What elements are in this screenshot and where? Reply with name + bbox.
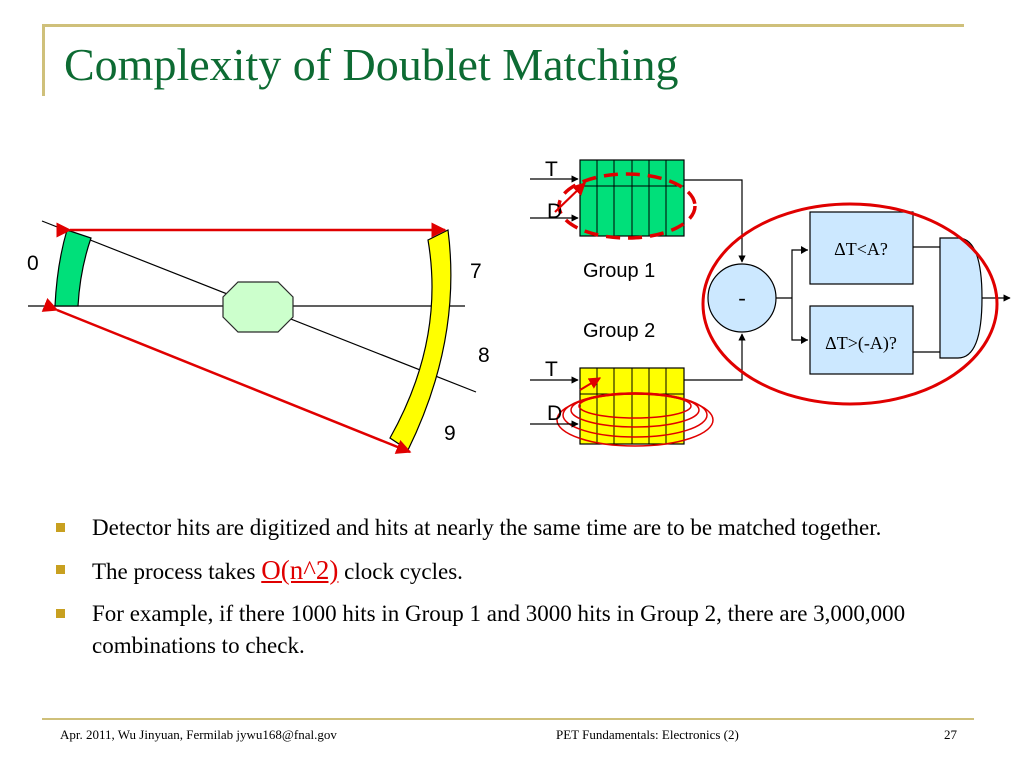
yellow-detector-arc	[389, 229, 452, 451]
label-7: 7	[470, 260, 482, 283]
group2-spiral-loops	[556, 392, 714, 447]
group2-t-label: T	[545, 358, 558, 381]
bullet-list: Detector hits are digitized and hits at …	[52, 512, 952, 672]
group2-register: Group 2 T D	[530, 320, 714, 447]
bullet-suffix: clock cycles.	[338, 559, 463, 584]
frame-bottom-rule	[42, 718, 974, 720]
green-detector-arc	[54, 229, 92, 307]
subtractor-symbol: -	[738, 285, 745, 310]
bullet-text: Detector hits are digitized and hits at …	[92, 515, 882, 540]
compare-upper-box	[809, 211, 914, 285]
wire-group1-to-subtract	[684, 179, 746, 263]
wire-subtract-out	[776, 249, 808, 341]
group2-d-label: D	[547, 402, 562, 425]
frame-top-rule	[42, 24, 964, 27]
group1-t-label: T	[545, 158, 558, 181]
group1-red-arrow	[554, 182, 586, 213]
bullet-item: Detector hits are digitized and hits at …	[52, 512, 952, 544]
scanner-octagon	[222, 281, 294, 333]
diagonal-red-arrow	[41, 298, 412, 454]
compare-red-ellipse	[701, 202, 999, 406]
footer-page-number: 27	[944, 727, 957, 742]
bullet-marker	[56, 609, 65, 618]
frame-left-rule	[42, 24, 45, 96]
group1-register: T D Group 1	[530, 158, 697, 282]
compare-lower-label: ΔT>(-A)?	[825, 333, 897, 354]
label-8: 8	[478, 344, 490, 367]
bullet-text: For example, if there 1000 hits in Group…	[92, 601, 906, 658]
and-gate	[939, 237, 983, 359]
wire-group2-to-subtract	[684, 333, 746, 381]
group2-red-arrow	[579, 377, 602, 391]
label-9: 9	[444, 422, 456, 445]
group1-label: Group 1	[583, 260, 655, 282]
group1-dashed-ellipse	[557, 172, 697, 240]
compare-lower-box	[809, 305, 914, 375]
footer-author: Apr. 2011, Wu Jinyuan, Fermilab jywu168@…	[60, 727, 337, 742]
complexity-highlight: O(n^2)	[261, 555, 339, 585]
bullet-marker	[56, 523, 65, 532]
bullet-prefix: The process takes	[92, 559, 262, 584]
label-0: 0	[27, 252, 39, 275]
group2-label: Group 2	[583, 320, 655, 342]
detector-geometry: 0 7 8 9	[27, 220, 490, 454]
slide-title: Complexity of Doublet Matching	[64, 39, 679, 90]
bullet-item: For example, if there 1000 hits in Group…	[52, 598, 952, 662]
compare-upper-label: ΔT<A?	[834, 239, 888, 259]
footer-course: PET Fundamentals: Electronics (2)	[556, 727, 739, 742]
bullet-item: The process takes O(n^2) clock cycles.	[52, 554, 952, 588]
compare-logic: - ΔT<A? ΔT>(-A)?	[701, 202, 1011, 406]
bullet-marker	[56, 565, 65, 574]
